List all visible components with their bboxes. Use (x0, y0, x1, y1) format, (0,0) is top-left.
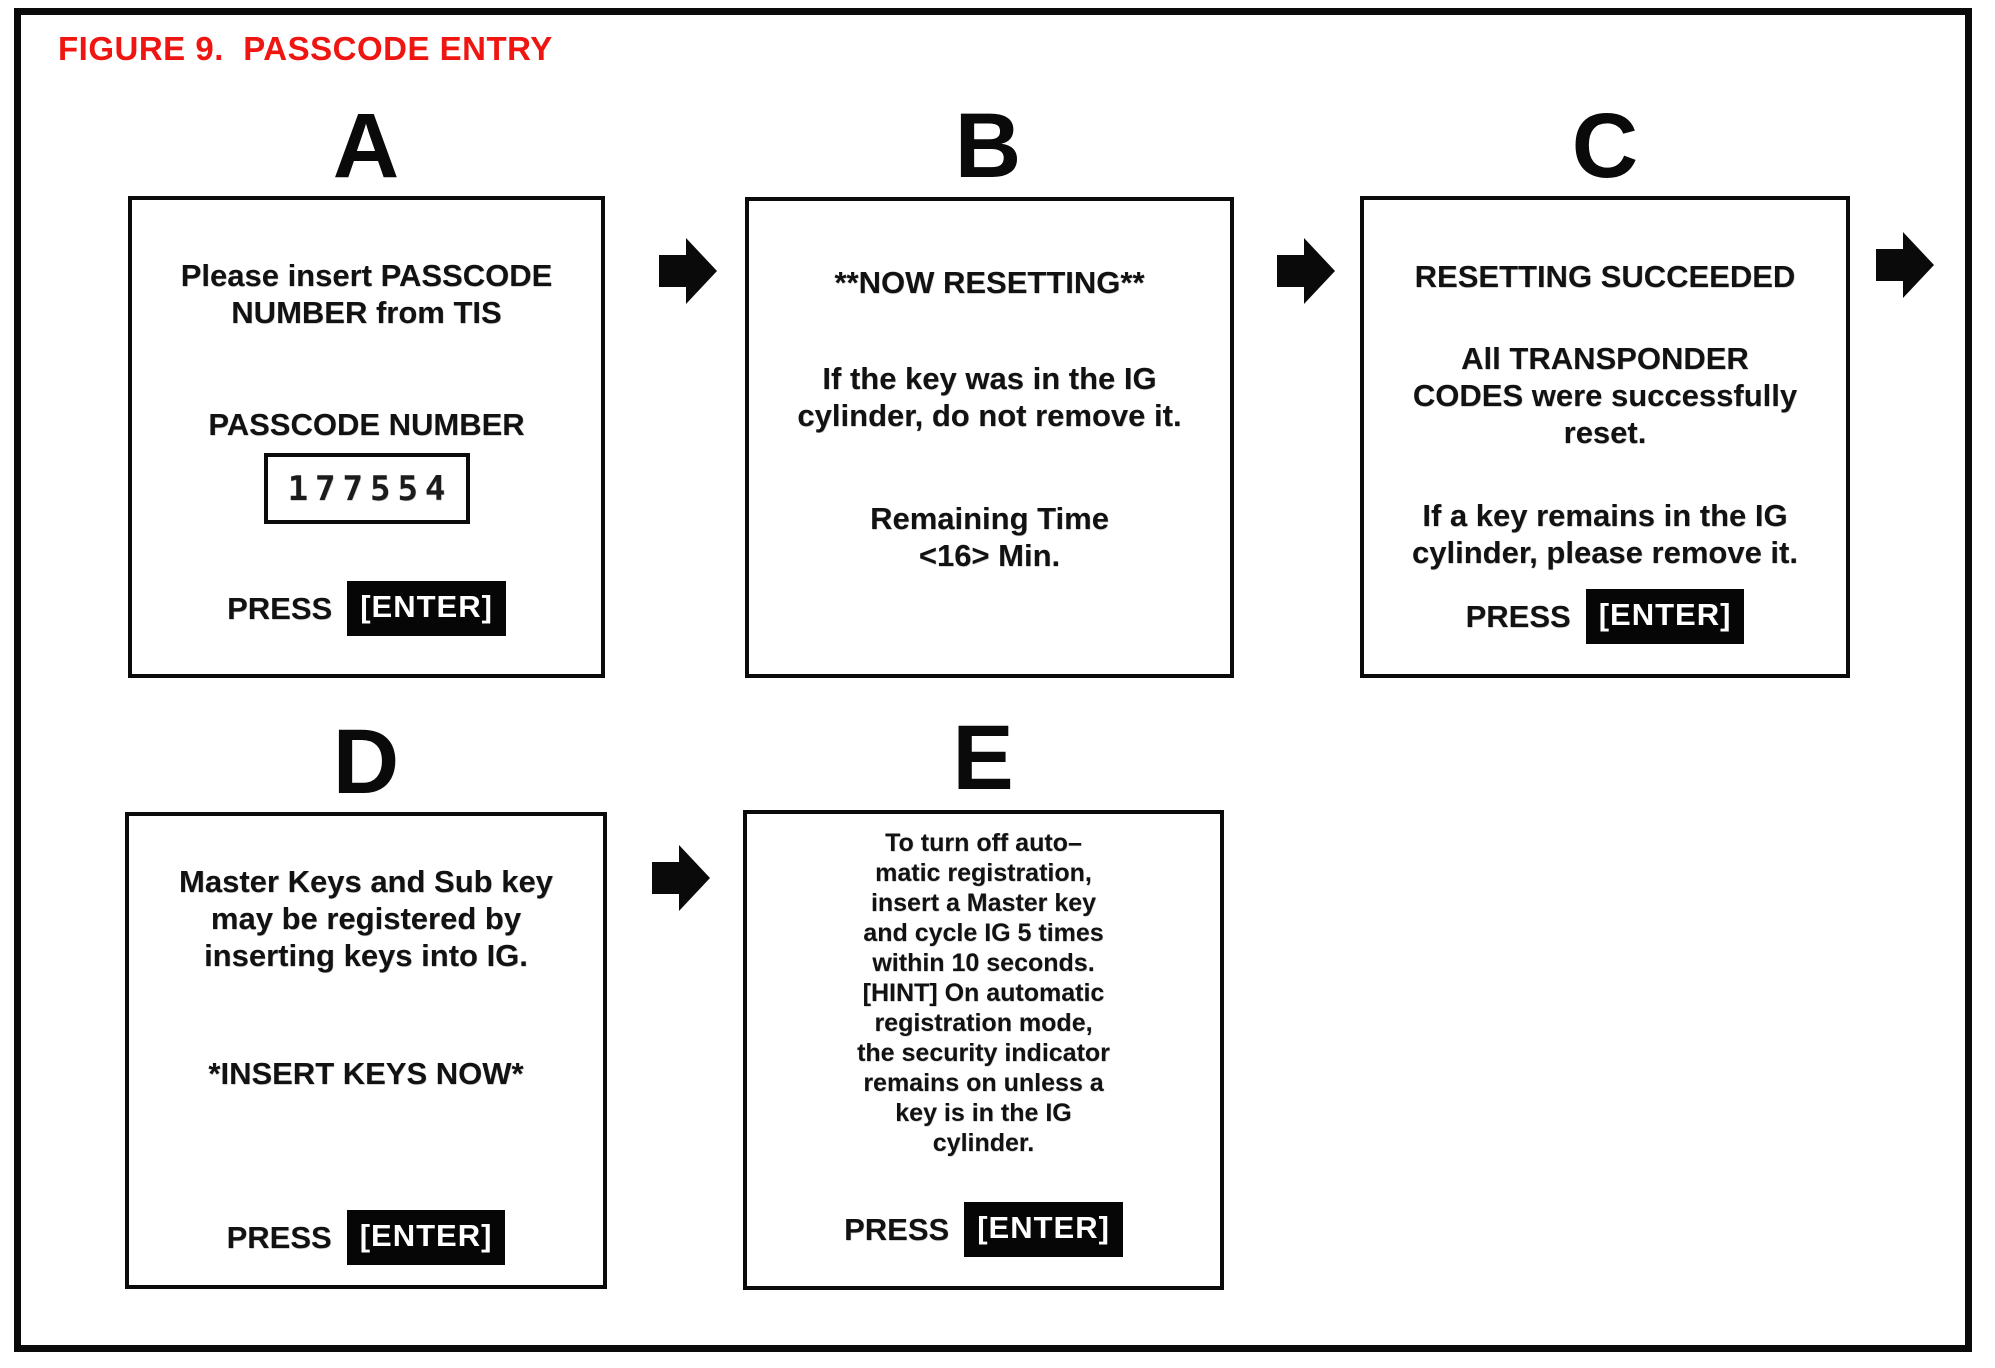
passcode-value-field: 177554 (263, 453, 470, 524)
figure-title: FIGURE 9. PASSCODE ENTRY (58, 30, 553, 67)
auto-registration-instruction: To turn off auto– matic registration, in… (857, 829, 1110, 1157)
arrow-right-icon (1876, 232, 1934, 298)
registration-instruction: Master Keys and Sub key may be registere… (179, 864, 553, 973)
remaining-time-text: Remaining Time <16> Min. (870, 501, 1109, 573)
press-label: PRESS (1465, 598, 1571, 634)
panel-letter-e: E (952, 707, 1014, 809)
screen-a-passcode-entry: Please insert PASSCODE NUMBER from TIS P… (128, 196, 605, 678)
enter-key-label: [ENTER] (1585, 589, 1745, 644)
press-enter-row: PRESS [ENTER] (132, 581, 601, 636)
panel-letter-d: D (332, 711, 400, 813)
transponder-codes-result-text: All TRANSPONDER CODES were successfully … (1412, 341, 1798, 450)
passcode-value: 177554 (287, 468, 453, 509)
arrow-right-icon (659, 238, 717, 304)
insert-keys-prompt: *INSERT KEYS NOW* (208, 1056, 524, 1091)
press-label: PRESS (226, 1219, 332, 1255)
screen-a-instruction: Please insert PASSCODE NUMBER from TIS (180, 258, 553, 330)
screen-d-key-registration: Master Keys and Sub key may be registere… (125, 812, 607, 1289)
press-enter-row: PRESS [ENTER] (129, 1210, 603, 1265)
panel-letter-a: A (332, 95, 400, 197)
enter-key-label: [ENTER] (964, 1202, 1123, 1257)
panel-letter-c: C (1571, 95, 1639, 197)
resetting-status-text: **NOW RESETTING** (834, 265, 1145, 300)
press-label: PRESS (844, 1211, 950, 1247)
screen-e-auto-registration-hint: To turn off auto– matic registration, in… (743, 810, 1224, 1290)
remove-key-note: If a key remains in the IG cylinder, ple… (1412, 498, 1798, 570)
arrow-right-icon (652, 845, 710, 911)
screen-c-resetting-succeeded: RESETTING SUCCEEDED All TRANSPONDER CODE… (1360, 196, 1850, 678)
press-label: PRESS (227, 590, 333, 626)
press-enter-row: PRESS [ENTER] (747, 1202, 1220, 1257)
enter-key-label: [ENTER] (347, 581, 506, 636)
succeeded-status-text: RESETTING SUCCEEDED (1414, 259, 1796, 294)
key-in-cylinder-note: If the key was in the IG cylinder, do no… (797, 361, 1182, 433)
passcode-number-label: PASSCODE NUMBER (208, 407, 525, 442)
press-enter-row: PRESS [ENTER] (1364, 589, 1846, 644)
screen-b-now-resetting: **NOW RESETTING** If the key was in the … (745, 197, 1234, 678)
panel-letter-b: B (954, 95, 1022, 197)
enter-key-label: [ENTER] (346, 1210, 506, 1265)
arrow-right-icon (1277, 238, 1335, 304)
